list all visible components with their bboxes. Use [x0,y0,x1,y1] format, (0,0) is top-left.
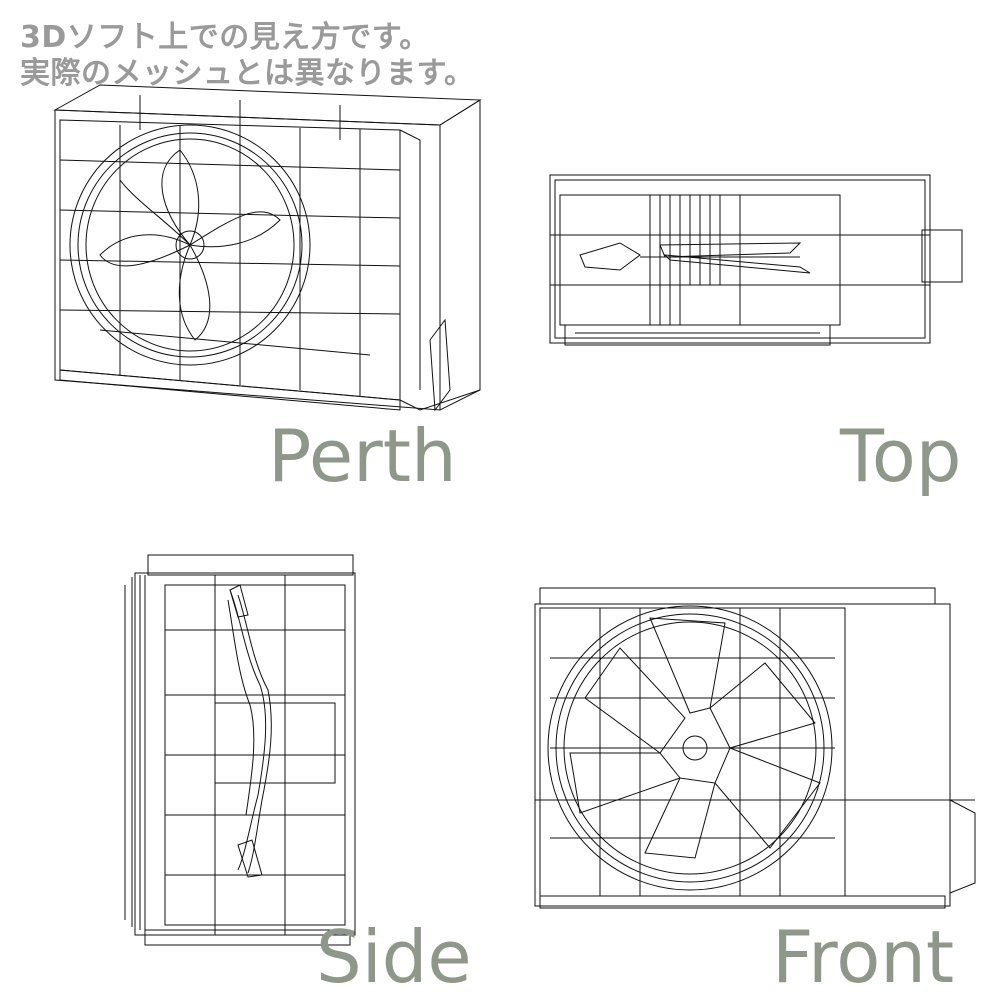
caption-line-2: 実際のメッシュとは異なります。 [20,56,475,91]
top-wireframe [549,174,963,346]
side-wireframe [124,554,356,946]
perth-wireframe [53,84,482,412]
front-wireframe [534,587,976,909]
view-label-top: Top [840,414,962,498]
view-label-perth: Perth [268,414,457,498]
caption-line-1: 3Dソフト上での見え方です。 [20,20,430,55]
view-label-side: Side [316,915,472,999]
caption-note: 3Dソフト上での見え方です。 実際のメッシュとは異なります。 [20,20,475,92]
view-label-front: Front [772,915,955,999]
